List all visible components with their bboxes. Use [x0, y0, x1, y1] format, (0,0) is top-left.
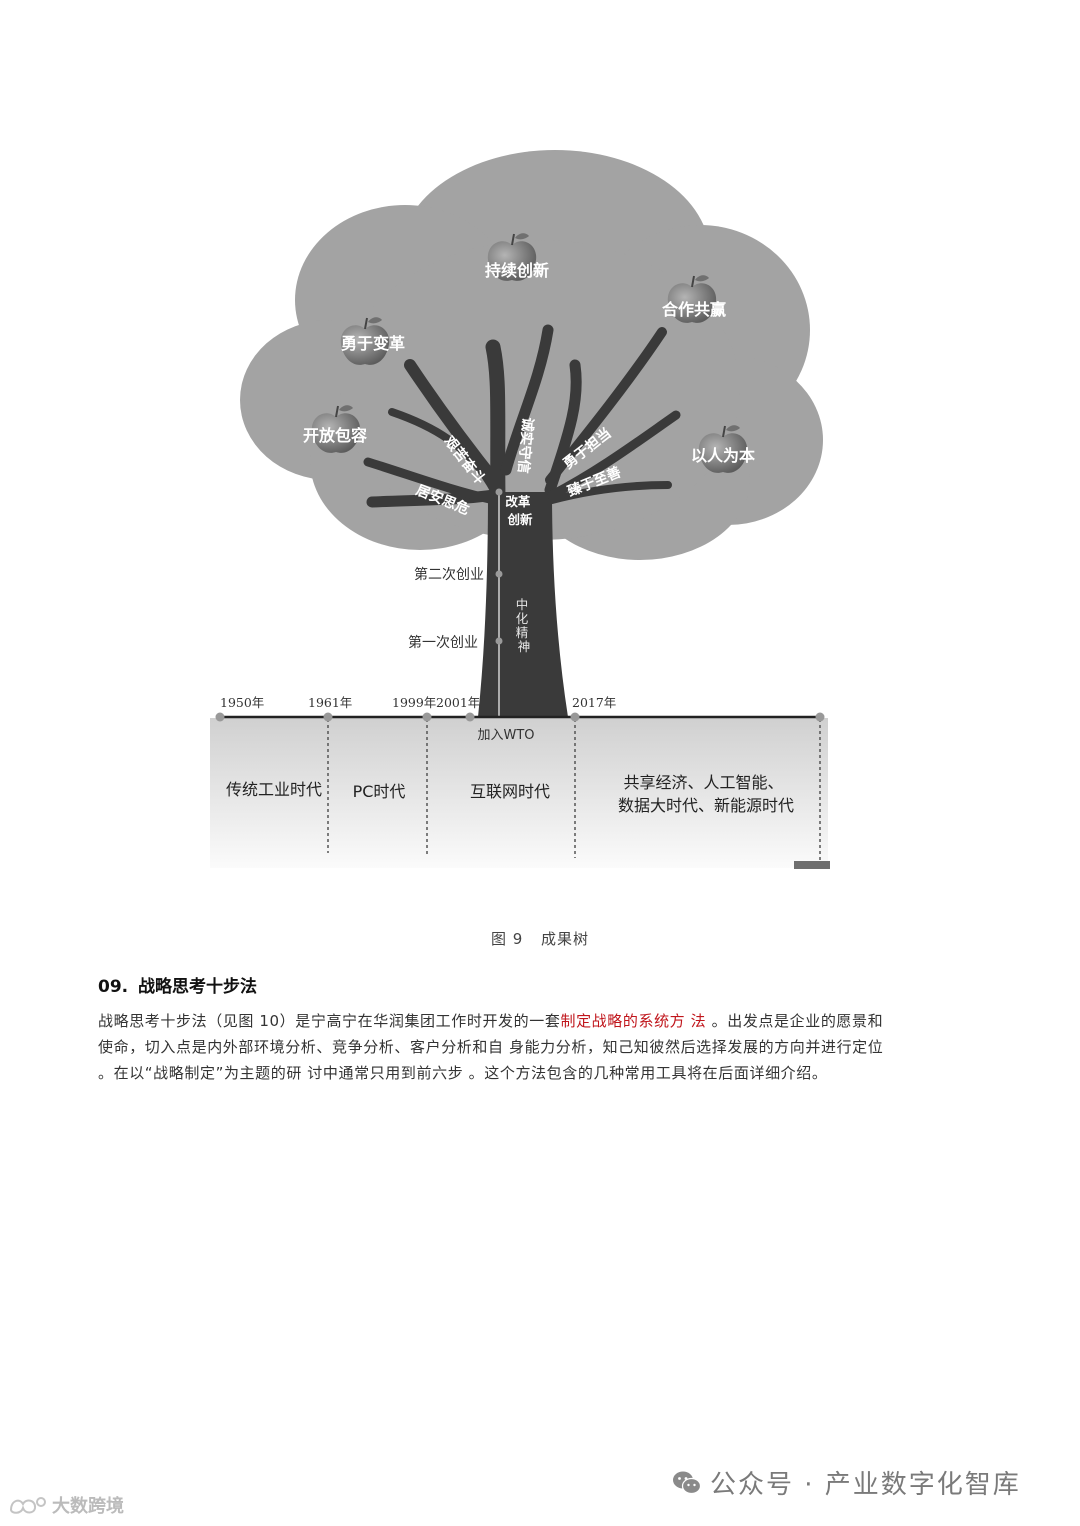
- apple-label-persistent-innovation: 持续创新: [485, 261, 549, 280]
- wechat-account-name: 公众号 · 产业数字化智库: [710, 1464, 1021, 1501]
- era-new-line-2: 数据大时代、新能源时代: [618, 796, 794, 815]
- wechat-icon: [672, 1470, 702, 1496]
- trunk-label-spirit: 中 化 精 神: [516, 597, 533, 654]
- trunk-marker-2001: [496, 489, 503, 496]
- era-label-internet: 互联网时代: [470, 782, 550, 801]
- apple-label-courage-change: 勇于变革: [341, 334, 405, 353]
- section-title: 战略思考十步法: [138, 977, 257, 997]
- trunk-marker-first-venture: [496, 638, 503, 645]
- body-paragraph: 战略思考十步法（见图 10）是宁高宁在华润集团工作时开发的一套制定战略的系统方 …: [98, 1008, 898, 1086]
- year-label-2001: 2001年: [436, 695, 480, 710]
- trunk-marker-second-venture: [496, 571, 503, 578]
- wechat-account-watermark: 公众号 · 产业数字化智库: [672, 1464, 1021, 1501]
- trunk-spirit-char-3: 精: [516, 625, 529, 640]
- era-label-pc: PC时代: [353, 782, 406, 801]
- body-text-highlight: 制定战略的系统方 法: [560, 1012, 706, 1030]
- section-heading: 09. 战略思考十步法: [98, 972, 261, 997]
- brand-watermark: 大数跨境: [8, 1492, 124, 1518]
- brand-name: 大数跨境: [52, 1492, 124, 1518]
- figure-caption-title: 成果树: [541, 930, 589, 948]
- year-label-1950: 1950年: [220, 695, 264, 710]
- brand-logo-icon: [8, 1494, 48, 1516]
- figure-caption: 图 9 成果树: [0, 928, 1080, 949]
- achievement-tree-figure: 持续创新 合作共赢 勇于变革 开放包容 以人为本 艰苦奋斗 居安思危 诚实守信 …: [0, 0, 1080, 900]
- year-label-2017: 2017年: [572, 695, 616, 710]
- trunk-reform-line-2: 创新: [506, 512, 533, 527]
- trunk-label-second-venture: 第二次创业: [414, 566, 484, 583]
- timeline-corner-mark: [794, 861, 830, 869]
- apple-label-people-oriented: 以人为本: [691, 446, 755, 465]
- trunk-label-first-venture: 第一次创业: [408, 634, 478, 651]
- apple-label-openness: 开放包容: [303, 426, 367, 445]
- trunk-spirit-char-4: 神: [518, 639, 531, 654]
- year-label-1961: 1961年: [308, 695, 352, 710]
- section-number: 09.: [98, 977, 128, 997]
- year-label-1999: 1999年: [392, 695, 436, 710]
- figure-caption-number: 图 9: [491, 930, 523, 948]
- body-text-part-1: 战略思考十步法（见图 10）是宁高宁在华润集团工作时开发的一套: [98, 1012, 560, 1030]
- wto-label: 加入WTO: [477, 728, 534, 743]
- trunk-reform-line-1: 改革: [505, 494, 531, 509]
- era-new-line-1: 共享经济、人工智能、: [623, 773, 783, 792]
- trunk-spirit-char-2: 化: [516, 611, 529, 626]
- apple-label-cooperation: 合作共赢: [662, 300, 726, 319]
- era-label-industrial: 传统工业时代: [226, 780, 322, 799]
- trunk-spirit-char-1: 中: [516, 597, 529, 612]
